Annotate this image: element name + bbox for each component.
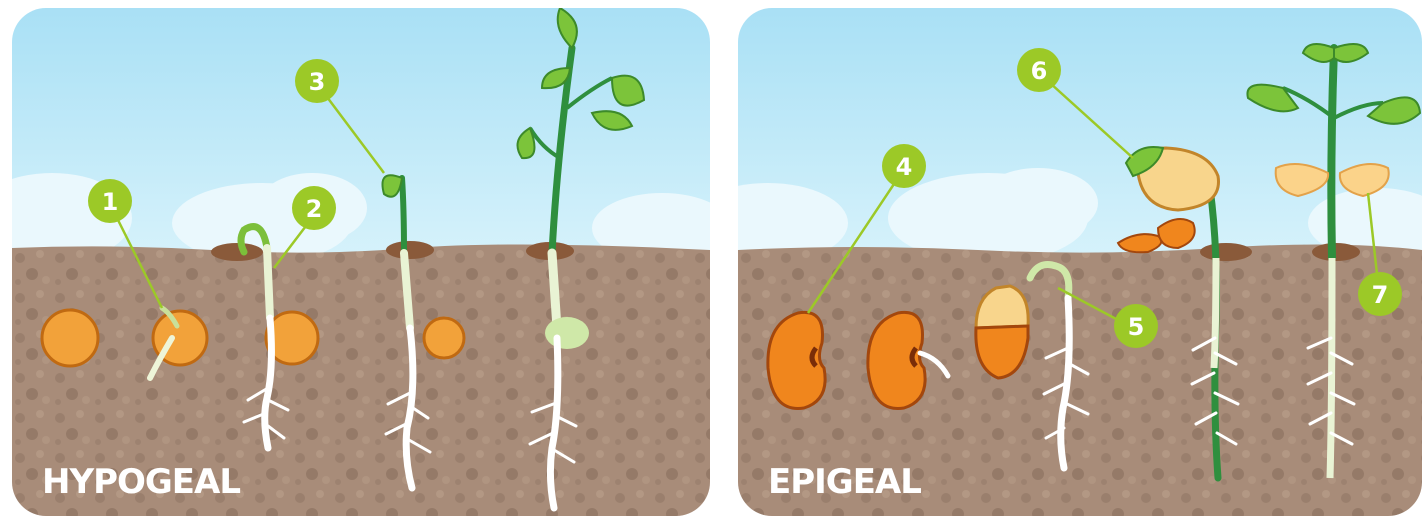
svg-text:3: 3 <box>309 68 326 96</box>
epigeal-label: EPIGEAL <box>768 462 921 502</box>
svg-text:5: 5 <box>1128 313 1145 341</box>
hypogeal-label: HYPOGEAL <box>42 462 240 502</box>
svg-text:6: 6 <box>1031 57 1048 85</box>
hypogeal-panel: 1 2 3 HYPOGEAL <box>12 8 710 516</box>
seed-stage-1 <box>42 310 98 366</box>
svg-text:4: 4 <box>896 153 913 181</box>
bean-stage-1 <box>768 312 825 408</box>
svg-text:2: 2 <box>306 195 323 223</box>
svg-text:1: 1 <box>102 188 119 216</box>
epigeal-illustration: 4 5 6 7 <box>738 8 1422 516</box>
hypogeal-illustration: 1 2 3 <box>12 8 710 516</box>
svg-text:7: 7 <box>1372 281 1389 309</box>
epigeal-panel: 4 5 6 7 EPIGEAL <box>738 8 1422 516</box>
